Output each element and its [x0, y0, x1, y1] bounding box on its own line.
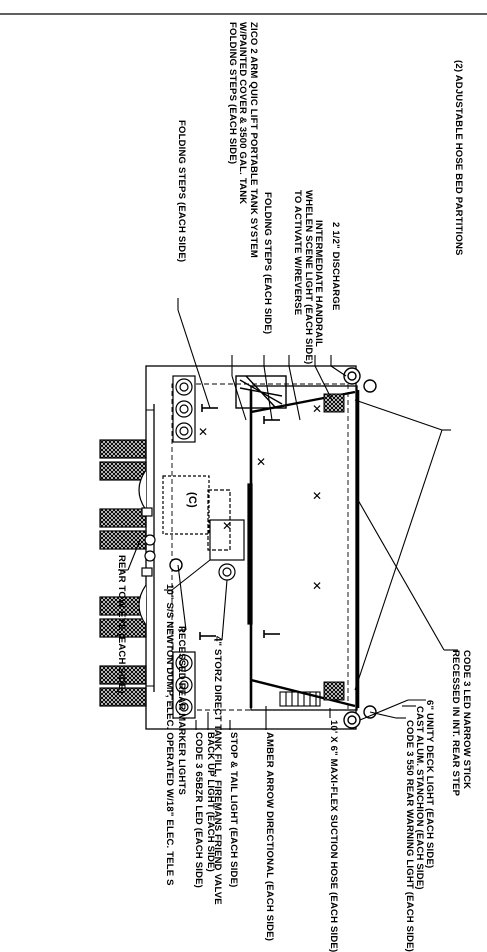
hose-bed-partitions [250, 390, 356, 708]
svg-text:✕: ✕ [312, 579, 322, 593]
x-marks: ✕ ✕ ✕ ✕ ✕ ✕ [198, 402, 322, 593]
tow-eyes [138, 469, 156, 626]
label-tank-system: ZICO 2 ARM QUIC LIFT PORTABLE TANK SYSTE… [227, 22, 259, 259]
label-rear-marker-lights: RECESSED REAR MARKER LIGHTS [176, 626, 187, 796]
handrails [323, 393, 345, 701]
label-hose-bed-partitions: (2) ADJUSTABLE HOSE BED PARTITIONS [453, 60, 464, 256]
svg-text:✕: ✕ [198, 425, 208, 439]
label-intermediate-handrail: INTERMEDIATE HANDRAIL [313, 220, 324, 347]
label-back-up-light: BACK UP LIGHT (EACH SIDE) [205, 732, 216, 872]
svg-text:✕: ✕ [222, 519, 232, 533]
tire [99, 530, 147, 550]
svg-text:✕: ✕ [256, 455, 266, 469]
rear-tires [99, 439, 147, 707]
label-stop-tail: STOP & TAIL LIGHT (EACH SIDE) [228, 732, 239, 888]
warning-lights [343, 367, 377, 729]
storz-fill [218, 563, 236, 581]
label-rear-tow-eye: REAR TOW EYE (EACH SIDE) [116, 555, 127, 694]
label-stanchion: CAST ALUM. STANCHION (EACH SIDE) [414, 706, 425, 890]
tank-system-bracket [235, 375, 287, 409]
tire [99, 508, 147, 528]
tire [99, 461, 147, 481]
label-newton-dump: 10" S/S NEWTON DUMP, ELEC. OPERATED W/18… [164, 584, 175, 886]
upper-compartment-outline [171, 383, 349, 711]
label-scene-light: WHELEN SCENE LIGHT (EACH SIDE) TO ACTIVA… [292, 190, 315, 365]
label-code3-led: CODE 3 65BZR LED (EACH SIDE) [193, 732, 204, 889]
label-discharge: 2 1/2" DISCHARGE [330, 222, 341, 311]
dump-valve-body [209, 519, 245, 561]
label-folding-steps-lower: FOLDING STEPS (EACH SIDE) [176, 120, 187, 263]
rear-marker-lamp [169, 558, 183, 572]
svg-text:✕: ✕ [312, 402, 322, 416]
folding-step-marks [199, 404, 280, 640]
suction-hose [279, 691, 321, 707]
apparatus-rear-view-drawing: ✕ ✕ ✕ ✕ ✕ ✕ [0, 13, 487, 730]
label-warning-light: CODE 3 550 REAR WARNING LIGHT (EACH SIDE… [404, 720, 415, 952]
label-folding-steps-upper: FOLDING STEPS (EACH SIDE) [262, 192, 273, 335]
compartment-c [162, 475, 210, 535]
label-narrow-stick: CODE 3 LED NARROW STICK RECESSED IN INT.… [450, 650, 473, 797]
label-deck-light: 6" UNITY DECK LIGHT (EACH SIDE) [424, 700, 435, 869]
tank-fill-and-dump [162, 475, 253, 625]
svg-text:✕: ✕ [312, 489, 322, 503]
leader-lines [118, 298, 458, 730]
label-amber-arrow: AMBER ARROW DIRECTIONAL (EACH SIDE) [264, 732, 275, 942]
light-cluster-right [172, 651, 196, 719]
light-cluster-left [172, 375, 196, 443]
rear-step [145, 409, 155, 687]
tire [99, 439, 147, 459]
lower-trim [247, 483, 253, 625]
label-compartment-c: (C) [186, 492, 198, 508]
label-suction-hose: 10' X 6" MAXI-FLEX SUCTION HOSE (EACH SI… [328, 720, 339, 952]
hose-bed [250, 385, 358, 711]
